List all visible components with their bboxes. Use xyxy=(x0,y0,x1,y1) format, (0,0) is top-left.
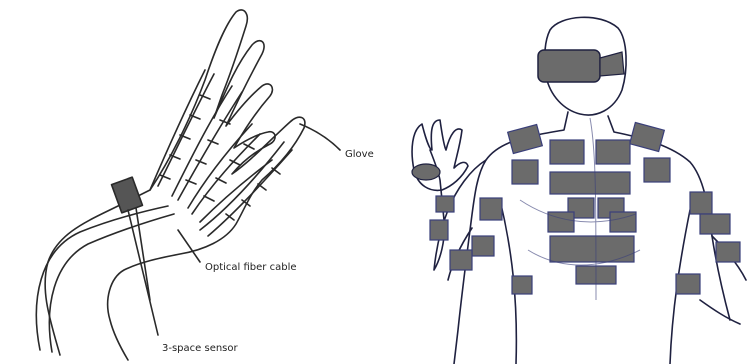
body-suit-drawing xyxy=(400,0,749,364)
glove-label: Glove xyxy=(345,149,374,160)
vr-body-suit-sketch xyxy=(400,0,749,364)
data-glove-illustration: Glove Optical fiber cable 3-space sensor xyxy=(0,0,400,364)
sensor-label: 3-space sensor xyxy=(162,343,239,354)
cable-leader-line xyxy=(178,230,200,262)
optical-fiber-cable-label: Optical fiber cable xyxy=(205,262,297,273)
finger-index xyxy=(150,70,214,190)
hand-sensor xyxy=(412,164,440,180)
thumb xyxy=(200,142,292,236)
sensor-pads xyxy=(430,122,740,294)
finger-middle xyxy=(172,86,242,200)
vr-headset xyxy=(538,50,600,82)
sensor-leader-line xyxy=(128,210,158,335)
optical-fiber-cable-path xyxy=(36,206,168,350)
glove-outline xyxy=(45,10,305,360)
glove-leader-line xyxy=(300,124,340,150)
glove-drawing: Glove Optical fiber cable 3-space sensor xyxy=(0,0,400,364)
